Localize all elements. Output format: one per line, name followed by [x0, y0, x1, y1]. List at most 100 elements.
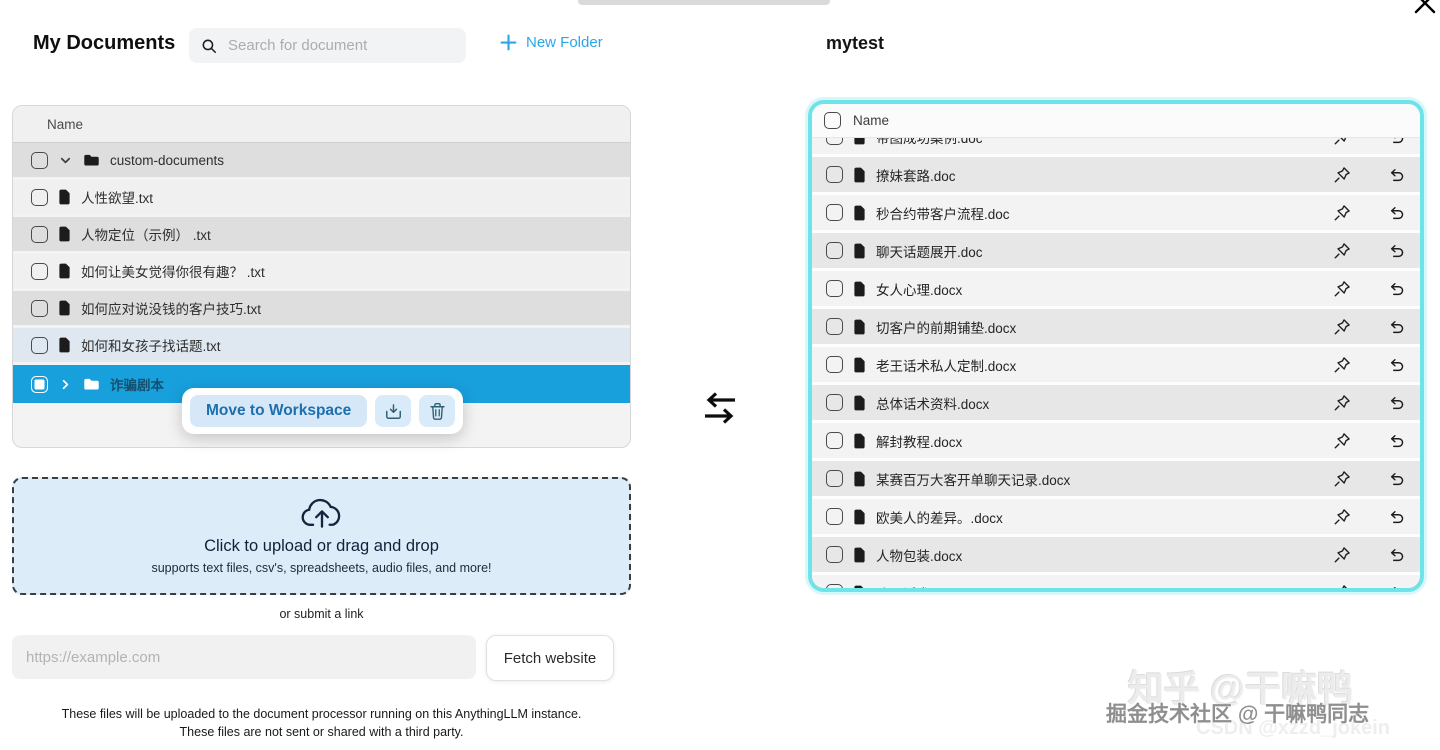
new-folder-button[interactable]: New Folder: [500, 34, 603, 51]
file-row[interactable]: 如何和女孩子找话题.txt: [13, 328, 630, 362]
workspace-documents-panel: Name 带图成功案例.doc 撩妹套路.doc 秒合约带客户流程.doc 聊天话题展…: [808, 100, 1424, 592]
undo-icon[interactable]: [1386, 393, 1406, 413]
file-row[interactable]: 人物定位（示例） .txt: [13, 217, 630, 251]
pin-icon[interactable]: [1332, 545, 1352, 565]
row-label: 如何应对说没钱的客户技巧.txt: [81, 302, 262, 317]
workspace-file-row[interactable]: 解封教程.docx: [812, 423, 1420, 458]
workspace-file-row[interactable]: 总体话术资料.docx: [812, 385, 1420, 420]
search-input-container[interactable]: [189, 28, 466, 63]
workspace-file-row[interactable]: 聊天话术.docx: [812, 575, 1420, 590]
row-checkbox[interactable]: [31, 375, 48, 393]
pin-icon[interactable]: [1332, 317, 1352, 337]
undo-icon[interactable]: [1386, 469, 1406, 489]
row-label: 人物包装.docx: [876, 548, 963, 564]
row-checkbox[interactable]: [31, 188, 48, 206]
cloud-upload-icon: [301, 498, 340, 528]
file-icon: [854, 357, 865, 372]
undo-icon[interactable]: [1386, 583, 1406, 590]
move-to-folder-button[interactable]: [375, 395, 412, 427]
move-to-workspace-button[interactable]: Move to Workspace: [190, 395, 368, 427]
pin-icon[interactable]: [1332, 241, 1352, 261]
select-all-checkbox[interactable]: [824, 112, 841, 129]
pin-icon[interactable]: [1332, 165, 1352, 185]
upload-dropzone[interactable]: Click to upload or drag and drop support…: [12, 477, 631, 595]
search-icon: [202, 39, 216, 53]
footer-line-2: These files are not sent or shared with …: [179, 725, 464, 740]
page-title: My Documents: [33, 32, 176, 54]
file-row[interactable]: 如何让美女觉得你很有趣？ .txt: [13, 254, 630, 288]
chevron-down-icon[interactable]: [58, 153, 73, 168]
chevron-right-icon[interactable]: [58, 377, 73, 392]
pin-icon[interactable]: [1332, 203, 1352, 223]
row-label: 欧美人的差异。.docx: [876, 510, 1003, 526]
workspace-list-header: Name: [812, 104, 1420, 138]
upload-title: Click to upload or drag and drop: [204, 536, 439, 555]
row-checkbox[interactable]: [31, 225, 48, 243]
folder-icon: [84, 378, 99, 390]
row-checkbox[interactable]: [31, 336, 48, 354]
workspace-file-row[interactable]: 人物包装.docx: [812, 537, 1420, 572]
workspace-file-row[interactable]: 切客户的前期铺垫.docx: [812, 309, 1420, 344]
workspace-file-row[interactable]: 聊天话题展开.doc: [812, 233, 1420, 268]
row-checkbox[interactable]: [31, 299, 48, 317]
row-checkbox[interactable]: [826, 318, 843, 335]
workspace-file-row[interactable]: 女人心理.docx: [812, 271, 1420, 306]
fetch-website-button[interactable]: Fetch website: [486, 635, 614, 681]
file-icon: [854, 138, 865, 144]
workspace-file-row[interactable]: 老王话术私人定制.docx: [812, 347, 1420, 382]
undo-icon[interactable]: [1386, 317, 1406, 337]
row-checkbox[interactable]: [826, 280, 843, 297]
pin-icon[interactable]: [1332, 279, 1352, 299]
pin-icon[interactable]: [1332, 355, 1352, 375]
undo-icon[interactable]: [1386, 279, 1406, 299]
undo-icon[interactable]: [1386, 507, 1406, 527]
row-label: 撩妹套路.doc: [876, 168, 956, 184]
pin-icon[interactable]: [1332, 507, 1352, 527]
undo-icon[interactable]: [1386, 431, 1406, 451]
row-checkbox[interactable]: [826, 242, 843, 259]
row-checkbox[interactable]: [826, 138, 843, 145]
watermark-juejin: 掘金技术社区 @ 干嘛鸭同志: [1106, 703, 1370, 726]
row-label: 聊天话题展开.doc: [876, 244, 983, 260]
row-checkbox[interactable]: [826, 394, 843, 411]
row-checkbox[interactable]: [826, 204, 843, 221]
row-checkbox[interactable]: [31, 262, 48, 280]
undo-icon[interactable]: [1386, 138, 1406, 147]
row-checkbox[interactable]: [826, 166, 843, 183]
row-checkbox[interactable]: [826, 546, 843, 563]
row-checkbox[interactable]: [826, 356, 843, 373]
row-checkbox[interactable]: [826, 508, 843, 525]
close-button[interactable]: [1412, 0, 1438, 16]
workspace-file-row[interactable]: 撩妹套路.doc: [812, 157, 1420, 192]
file-row[interactable]: 人性欲望.txt: [13, 180, 630, 214]
row-label: 某赛百万大客开单聊天记录.docx: [876, 472, 1071, 488]
search-input[interactable]: [226, 36, 454, 55]
file-row[interactable]: 如何应对说没钱的客户技巧.txt: [13, 291, 630, 325]
url-input[interactable]: [24, 647, 464, 667]
row-label: 切客户的前期铺垫.docx: [876, 320, 1017, 336]
row-checkbox[interactable]: [826, 432, 843, 449]
undo-icon[interactable]: [1386, 241, 1406, 261]
delete-button[interactable]: [419, 395, 456, 427]
workspace-file-row[interactable]: 秒合约带客户流程.doc: [812, 195, 1420, 230]
folder-row[interactable]: custom-documents: [13, 143, 630, 177]
undo-icon[interactable]: [1386, 545, 1406, 565]
workspace-file-row[interactable]: 带图成功案例.doc: [812, 138, 1420, 154]
pin-icon[interactable]: [1332, 583, 1352, 590]
undo-icon[interactable]: [1386, 165, 1406, 185]
row-label: 人性欲望.txt: [81, 191, 154, 206]
row-checkbox[interactable]: [826, 470, 843, 487]
undo-icon[interactable]: [1386, 355, 1406, 375]
pin-icon[interactable]: [1332, 431, 1352, 451]
workspace-file-row[interactable]: 欧美人的差异。.docx: [812, 499, 1420, 534]
pin-icon[interactable]: [1332, 138, 1352, 147]
row-checkbox[interactable]: [31, 151, 48, 169]
workspace-file-row[interactable]: 某赛百万大客开单聊天记录.docx: [812, 461, 1420, 496]
row-checkbox[interactable]: [826, 584, 843, 588]
pin-icon[interactable]: [1332, 469, 1352, 489]
documents-list-header: Name: [13, 106, 630, 143]
pin-icon[interactable]: [1332, 393, 1352, 413]
undo-icon[interactable]: [1386, 203, 1406, 223]
url-input-container[interactable]: [12, 635, 476, 679]
